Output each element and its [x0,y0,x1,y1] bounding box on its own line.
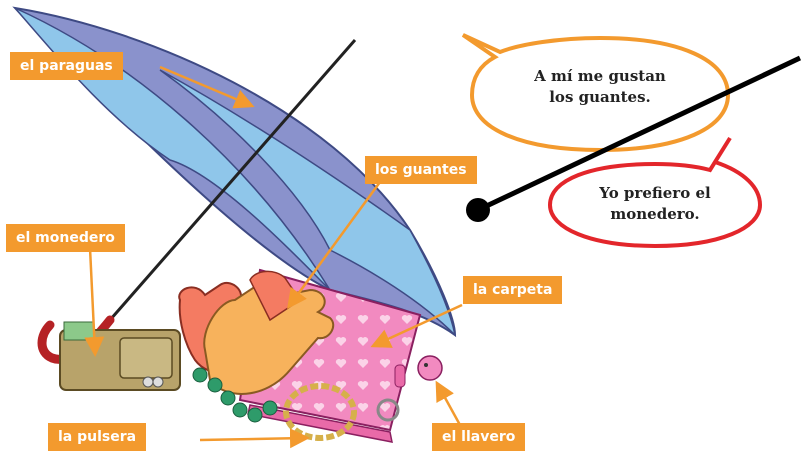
pointer [466,55,801,222]
label-los-guantes: los guantes [365,156,477,184]
bracelet [192,367,357,441]
speech-bubble-orange-line1: A mí me gustan [534,67,666,85]
umbrella-panel-light-2 [159,69,457,338]
label-el-paraguas: el paraguas [10,52,123,80]
speech-bubble-red-text: Yo prefiero el monedero. [560,183,750,225]
label-el-llavero: el llavero [432,423,526,451]
wallet [59,321,181,391]
label-la-carpeta: la carpeta [463,276,563,304]
label-el-monedero: el monedero [6,224,125,252]
label-arrows [84,65,463,449]
umbrella-shaft [108,39,357,321]
speech-bubble-orange-line2: los guantes. [549,88,651,106]
speech-bubble-red-line2: monedero. [610,205,700,223]
speech-bubble-orange-text: A mí me gustan los guantes. [500,66,700,108]
keychain [376,355,443,422]
speech-bubble-red-line1: Yo prefiero el [599,184,711,202]
speech-bubble-red [547,136,763,249]
label-la-pulsera: la pulsera [48,423,147,451]
